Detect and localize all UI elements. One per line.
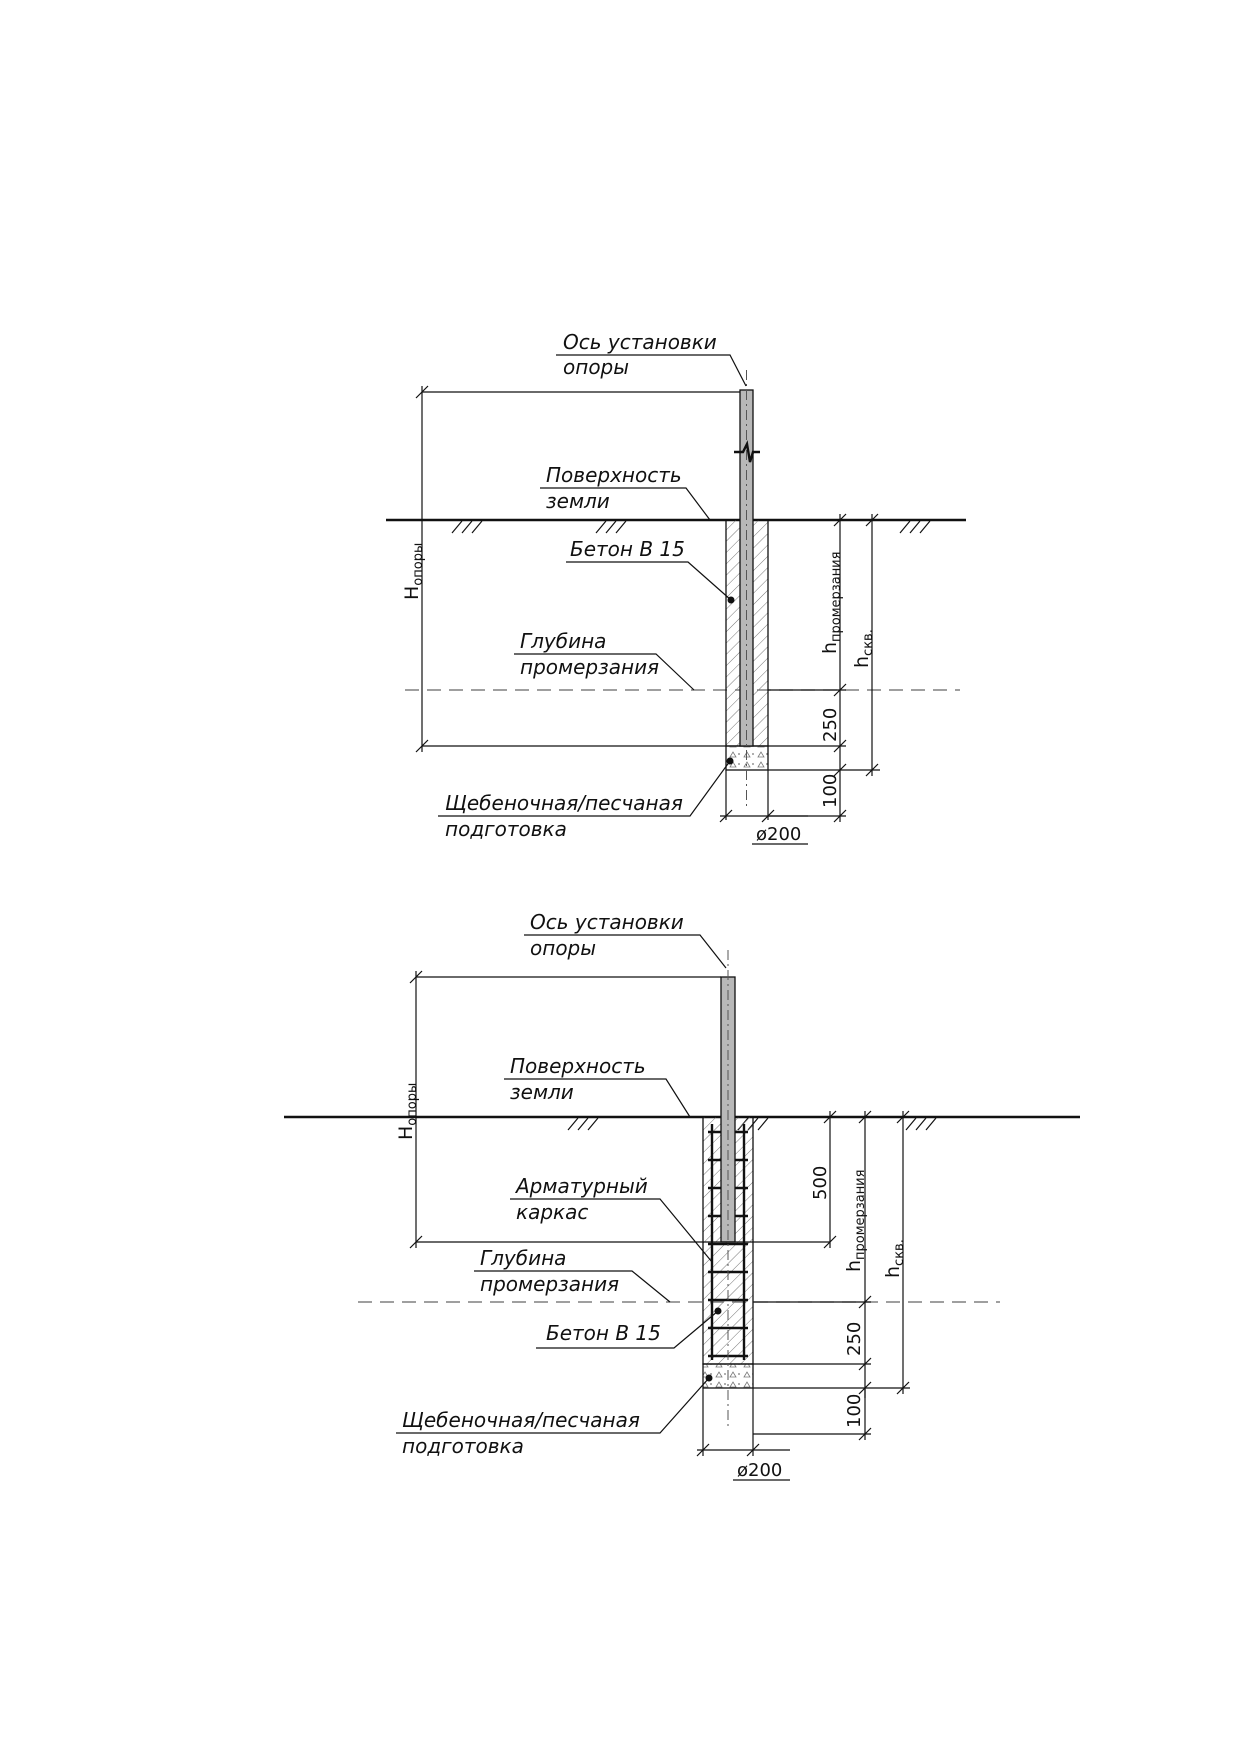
dim-500: 500 [810, 1166, 831, 1200]
dim-hwell-subscript-2: скв. [892, 1239, 907, 1266]
callout-ground-line1: Поверхность [546, 463, 682, 487]
dimension-diameter-2: ø200 [696, 1388, 790, 1481]
dim-hwell-symbol-2: h [882, 1266, 904, 1278]
ground-hatch-marks-2 [567, 1117, 937, 1131]
svg-text:Hопоры: Hопоры [395, 1083, 420, 1140]
dimension-H-opory: Hопоры [401, 385, 740, 753]
callout-frost-line2: промерзания [520, 655, 659, 679]
callout-ground-2-line1: Поверхность [510, 1054, 646, 1078]
dim-hfrost-subscript-2: промерзания [853, 1170, 868, 1260]
dim-hfrost-subscript: промерзания [829, 552, 844, 642]
dim-H-subscript: опоры [411, 543, 426, 586]
callout-rebar: Арматурный каркас [510, 1174, 713, 1263]
callout-base-2-line2: подготовка [402, 1434, 524, 1458]
callout-ground-2: Поверхность земли [504, 1054, 691, 1118]
callout-concrete-2-text: Бетон В 15 [546, 1321, 661, 1345]
dim-hwell-symbol: h [851, 656, 873, 668]
svg-text:hскв.: hскв. [882, 1239, 907, 1278]
ground-hatch-marks [451, 520, 931, 534]
callout-concrete: Бетон В 15 [566, 537, 732, 601]
dim-100-2: 100 [844, 1394, 865, 1428]
callout-concrete-2: Бетон В 15 [536, 1310, 719, 1349]
callout-axis-line2: опоры [563, 355, 629, 379]
dimensions-right-2: 500 hпромерзания hскв. 250 100 [753, 1110, 910, 1441]
callout-rebar-line2: каркас [516, 1200, 588, 1224]
callout-concrete-text: Бетон В 15 [570, 537, 685, 561]
diagram-2-pole-with-rebar: Hопоры 500 hпромерзания hскв. [284, 910, 1080, 1481]
callout-frost-2: Глубина промерзания [474, 1246, 671, 1303]
dim-100: 100 [820, 774, 841, 808]
callout-axis-line1: Ось установки [563, 330, 717, 354]
callout-base-2-line1: Щебеночная/песчаная [402, 1408, 640, 1432]
dimension-diameter: ø200 [719, 770, 808, 845]
dimensions-right: hпромерзания hскв. 250 100 [768, 513, 880, 823]
dimension-H-opory-2: Hопоры [395, 970, 830, 1249]
callout-ground: Поверхность земли [540, 463, 711, 521]
svg-text:hпромерзания: hпромерзания [843, 1170, 868, 1272]
callout-frost: Глубина промерзания [514, 629, 695, 691]
callout-ground-2-line2: земли [510, 1080, 574, 1104]
dim-H-subscript-2: опоры [405, 1083, 420, 1126]
pole-break-mark [734, 440, 760, 463]
diagram-1-pole-in-concrete: Hопоры hпромерзания hскв. 250 100 [386, 330, 966, 845]
svg-text:hпромерзания: hпромерзания [819, 552, 844, 654]
callout-ground-line2: земли [546, 489, 610, 513]
callout-axis-2: Ось установки опоры [524, 910, 727, 969]
dim-hfrost-symbol-2: h [843, 1260, 865, 1272]
svg-text:hскв.: hскв. [851, 629, 876, 668]
dim-hfrost-symbol: h [819, 642, 841, 654]
callout-base-line1: Щебеночная/песчаная [445, 791, 683, 815]
callout-base: Щебеночная/песчаная подготовка [438, 760, 731, 841]
callout-axis-2-line1: Ось установки [530, 910, 684, 934]
dim-H-symbol: H [401, 586, 423, 600]
dim-H-symbol-2: H [395, 1126, 417, 1140]
svg-text:Hопоры: Hопоры [401, 543, 426, 600]
callout-base-line2: подготовка [445, 817, 567, 841]
callout-base-2: Щебеночная/песчаная подготовка [396, 1377, 710, 1458]
callout-axis: Ось установки опоры [556, 330, 747, 387]
dim-250-2: 250 [844, 1322, 865, 1356]
callout-frost-2-line1: Глубина [480, 1246, 566, 1270]
callout-frost-line1: Глубина [520, 629, 606, 653]
dim-250: 250 [820, 708, 841, 742]
callout-axis-2-line2: опоры [530, 936, 596, 960]
dim-diameter: ø200 [756, 824, 801, 845]
callout-rebar-line1: Арматурный [514, 1174, 648, 1198]
dim-diameter-2: ø200 [737, 1460, 782, 1481]
callout-frost-2-line2: промерзания [480, 1272, 619, 1296]
dim-hwell-subscript: скв. [861, 629, 876, 656]
